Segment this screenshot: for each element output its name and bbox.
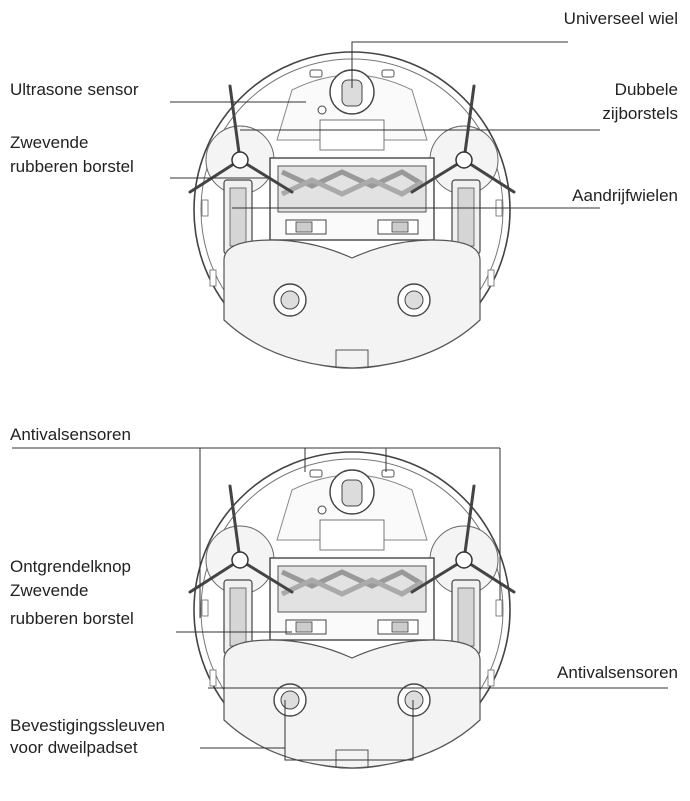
bottom-leader-lines: [12, 447, 668, 761]
label-universal-wheel: Universeel wiel: [563, 9, 678, 28]
label-cliff-sensors-side: Antivalsensoren: [557, 663, 678, 682]
label-dual-side-brushes-line1: Dubbele: [614, 80, 678, 99]
robot-bottom-view: [190, 452, 514, 768]
label-dual-side-brushes-line2: zijborstels: [602, 104, 678, 123]
label-floating-rubber-brush-line1: Zwevende: [10, 581, 89, 600]
label-mop-pad-slots-line1: Bevestigingssleuven: [10, 716, 165, 735]
top-leader-lines: [170, 41, 600, 209]
label-floating-rubber-brush-line2: rubberen borstel: [10, 157, 134, 176]
label-floating-rubber-brush-line2: rubberen borstel: [10, 609, 134, 628]
label-floating-rubber-brush-line1: Zwevende: [10, 133, 89, 152]
label-release-button: Ontgrendelknop: [10, 557, 131, 576]
label-mop-pad-slots-line2: voor dweilpadset: [10, 738, 138, 757]
label-ultrasonic-sensor: Ultrasone sensor: [10, 80, 139, 99]
label-cliff-sensors-top: Antivalsensoren: [10, 425, 131, 444]
label-drive-wheels: Aandrijfwielen: [572, 186, 678, 205]
robot-top-view: [190, 52, 514, 368]
